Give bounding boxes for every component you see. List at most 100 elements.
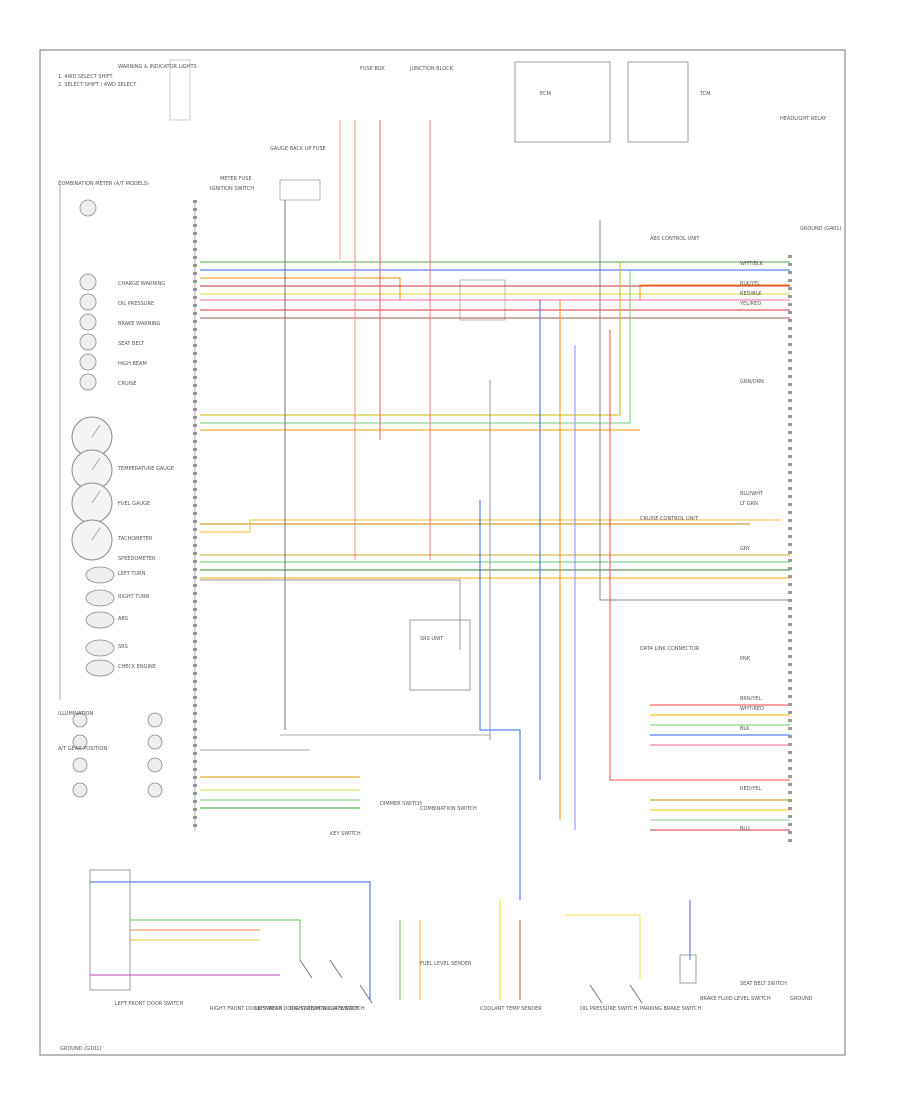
connector-pin bbox=[193, 384, 197, 387]
diagram-label: LEFT REAR DOOR SWITCH bbox=[255, 1006, 320, 1012]
diagram-label: COMBINATION SWITCH bbox=[420, 806, 477, 812]
illum-lamp bbox=[147, 757, 163, 773]
connector-pin bbox=[788, 495, 792, 498]
diagram-label: FUEL LEVEL SENDER bbox=[420, 961, 472, 967]
connector-pin bbox=[788, 367, 792, 370]
connector-pin bbox=[193, 264, 197, 267]
diagram-label: SRS bbox=[118, 644, 128, 650]
connector-pin bbox=[193, 296, 197, 299]
diagram-label: BLU bbox=[740, 826, 750, 832]
connector-pin bbox=[788, 535, 792, 538]
diagram-label: OIL PRESSURE SWITCH bbox=[580, 1006, 638, 1012]
connector-pin bbox=[193, 608, 197, 611]
connector-pin bbox=[193, 240, 197, 243]
wire bbox=[200, 519, 780, 533]
connector-pin bbox=[193, 560, 197, 563]
connector-pin bbox=[788, 687, 792, 690]
connector-pin bbox=[193, 496, 197, 499]
component bbox=[679, 954, 697, 984]
diagram-label: COOLANT TEMP SENDER bbox=[480, 1006, 542, 1012]
wire bbox=[200, 579, 461, 650]
connector-pin bbox=[788, 431, 792, 434]
connector-pin bbox=[788, 399, 792, 402]
diagram-label: PNK bbox=[740, 656, 751, 662]
lamp bbox=[85, 566, 115, 584]
connector-pin bbox=[193, 488, 197, 491]
switch-contact bbox=[299, 959, 313, 979]
connector-pin bbox=[193, 576, 197, 579]
diagram-label: GROUND bbox=[790, 996, 813, 1002]
connector-pin bbox=[193, 544, 197, 547]
connector-pin bbox=[788, 751, 792, 754]
diagram-label: WHT/BLK bbox=[740, 261, 764, 267]
connector-pin bbox=[193, 360, 197, 363]
wire bbox=[90, 881, 371, 1000]
connector-pin bbox=[788, 503, 792, 506]
diagram-label: GROUND (G401) bbox=[800, 226, 841, 232]
diagram-label: PARKING BRAKE SWITCH bbox=[640, 1006, 702, 1012]
connector-pin bbox=[193, 368, 197, 371]
connector-pin bbox=[788, 311, 792, 314]
connector-pin bbox=[193, 768, 197, 771]
connector-pin bbox=[193, 320, 197, 323]
connector-pin bbox=[788, 295, 792, 298]
diagram-label: FUSE BOX bbox=[360, 66, 385, 72]
switch-contact bbox=[329, 959, 343, 979]
connector-pin bbox=[788, 783, 792, 786]
lamp bbox=[85, 589, 115, 607]
diagram-label: IGNITION SWITCH bbox=[210, 186, 254, 192]
connector-pin bbox=[788, 335, 792, 338]
indicator-lamp bbox=[79, 293, 97, 311]
indicator-lamp bbox=[79, 373, 97, 391]
indicator-lamp bbox=[79, 199, 97, 217]
connector-pin bbox=[193, 752, 197, 755]
connector-pin bbox=[193, 440, 197, 443]
indicator-lamp bbox=[79, 353, 97, 371]
connector-pin bbox=[788, 791, 792, 794]
connector-pin bbox=[193, 328, 197, 331]
connector-pin bbox=[193, 736, 197, 739]
connector-pin bbox=[788, 711, 792, 714]
connector-pin bbox=[788, 543, 792, 546]
diagram-label: RIGHT TURN bbox=[118, 594, 149, 600]
connector-pin bbox=[788, 719, 792, 722]
connector-pin bbox=[193, 216, 197, 219]
connector-pin bbox=[193, 776, 197, 779]
connector-pin bbox=[788, 423, 792, 426]
indicator-lamp bbox=[79, 313, 97, 331]
diagram-label: ILLUMINATION bbox=[58, 711, 93, 717]
diagram-label: DATA LINK CONNECTOR bbox=[640, 646, 700, 652]
connector-pin bbox=[788, 839, 792, 842]
connector-pin bbox=[788, 471, 792, 474]
connector-pin bbox=[788, 591, 792, 594]
diagram-label: SPEEDOMETER bbox=[118, 556, 156, 562]
connector-pin bbox=[193, 312, 197, 315]
switch-contact bbox=[589, 984, 603, 1004]
connector-pin bbox=[193, 232, 197, 235]
connector-pin bbox=[193, 200, 197, 203]
connector-pin bbox=[193, 304, 197, 307]
connector-pin bbox=[193, 664, 197, 667]
connector-pin bbox=[193, 784, 197, 787]
diagram-label: COMBINATION METER (A/T MODELS) bbox=[58, 181, 149, 187]
lamp bbox=[85, 659, 115, 677]
diagram-label: A/T GEAR POSITION bbox=[58, 746, 107, 752]
connector-pin bbox=[193, 552, 197, 555]
connector-pin bbox=[193, 288, 197, 291]
connector-pin bbox=[788, 831, 792, 834]
connector-pin bbox=[788, 815, 792, 818]
diagram-label: RED/YEL bbox=[740, 786, 761, 792]
connector-pin bbox=[193, 208, 197, 211]
connector-pin bbox=[193, 432, 197, 435]
diagram-label: RED/BLK bbox=[740, 291, 762, 297]
connector-pin bbox=[193, 400, 197, 403]
diagram-label: BLK bbox=[740, 726, 750, 732]
illum-lamp bbox=[147, 734, 163, 750]
connector-pin bbox=[788, 487, 792, 490]
connector-pin bbox=[193, 744, 197, 747]
connector-pin bbox=[193, 344, 197, 347]
connector-pin bbox=[193, 600, 197, 603]
connector-pin bbox=[193, 800, 197, 803]
connector-pin bbox=[788, 559, 792, 562]
connector-pin bbox=[193, 704, 197, 707]
